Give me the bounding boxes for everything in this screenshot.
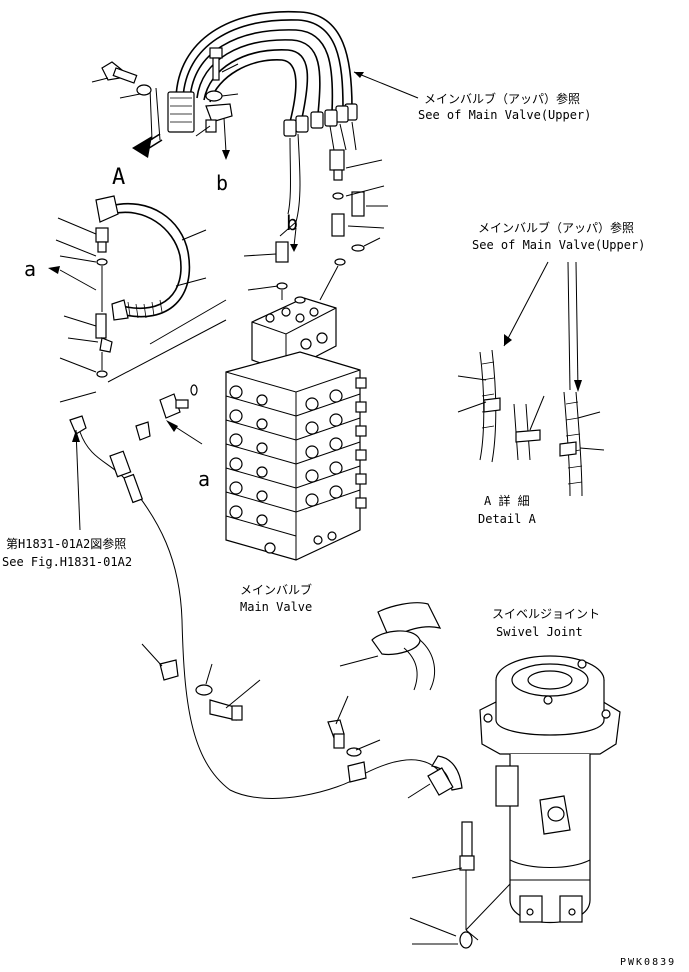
top-bolts xyxy=(101,47,233,160)
left-hose-loop xyxy=(95,195,191,321)
leader-lines xyxy=(48,63,605,945)
ref-a-lower: a xyxy=(198,467,210,491)
upper-ref-top-en: See of Main Valve(Upper) xyxy=(418,108,591,122)
detail-a-en: Detail A xyxy=(478,512,537,526)
ref-b-lower: b xyxy=(286,211,298,235)
main-valve-en: Main Valve xyxy=(240,600,312,614)
upper-ref-top-jp: メインバルブ（アッパ）参照 xyxy=(424,91,580,106)
swivel-jp: スイベルジョイント xyxy=(492,607,600,621)
fig-ref-en: See Fig.H1831-01A2 xyxy=(2,555,132,569)
valve-fittings xyxy=(135,149,365,445)
clamp-detail xyxy=(371,602,442,691)
view-a-label: A xyxy=(112,165,125,190)
upper-ref-right-en: See of Main Valve(Upper) xyxy=(472,238,645,252)
left-fittings xyxy=(95,227,113,378)
ref-a-upper: a xyxy=(24,257,36,281)
upper-hose-bundle xyxy=(149,10,358,237)
pilot-line xyxy=(69,415,439,799)
drawing-code: PWK0839 xyxy=(620,957,676,968)
fig-ref-jp: 第H1831-01A2図参照 xyxy=(6,536,126,551)
text-labels: メインバルブ（アッパ）参照 See of Main Valve(Upper) メ… xyxy=(2,91,676,968)
upper-ref-right-jp: メインバルブ（アッパ）参照 xyxy=(478,220,634,235)
main-valve-jp: メインバルブ xyxy=(240,582,312,597)
detail-a-view xyxy=(479,349,583,497)
main-valve-body xyxy=(225,297,367,561)
ref-b-upper: b xyxy=(216,171,228,195)
swivel-joint-body xyxy=(479,655,621,924)
detail-a-jp: A 詳 細 xyxy=(484,493,530,508)
swivel-en: Swivel Joint xyxy=(496,625,583,639)
